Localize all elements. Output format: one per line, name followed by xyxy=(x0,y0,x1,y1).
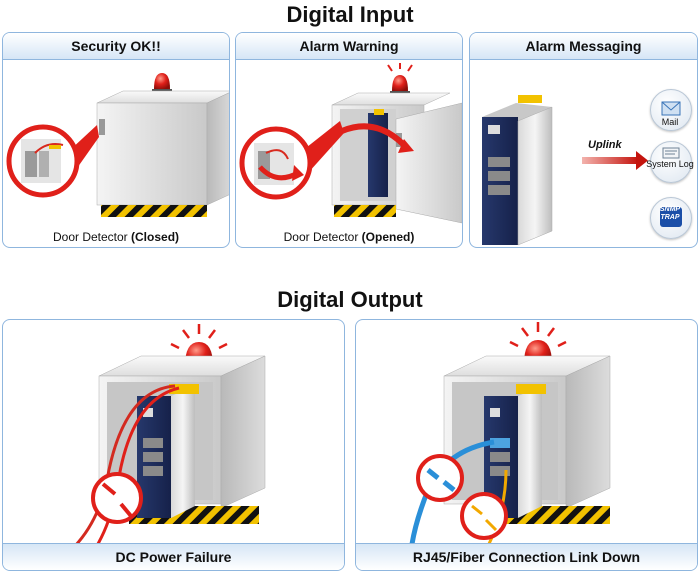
closed-cabinet-illustration xyxy=(6,73,229,217)
cut-wire-zoom xyxy=(91,472,143,524)
panel-title: Alarm Warning xyxy=(236,33,462,60)
mail-label: Mail xyxy=(661,117,679,127)
switch-messaging-illustration xyxy=(482,95,648,246)
panel-alarm-messaging: Alarm Messaging Uplink Mail System Log S… xyxy=(469,32,698,248)
panel-security-ok: Security OK!! Door Detector (Closed) xyxy=(2,32,230,248)
panel-footer: DC Power Failure xyxy=(3,543,344,570)
door-sensor-zoom xyxy=(6,124,99,198)
cut-cable-zoom xyxy=(416,454,508,540)
power-failure-illustration xyxy=(73,324,266,553)
uplink-arrow xyxy=(582,151,648,170)
link-down-illustration xyxy=(409,322,611,547)
cabinet xyxy=(73,355,266,553)
caption-state: (Opened) xyxy=(361,230,415,244)
digital-input-title: Digital Input xyxy=(286,2,414,27)
snmp-trap-icon xyxy=(650,197,692,239)
caption-state: (Closed) xyxy=(131,230,180,244)
caption-text: Door Detector xyxy=(52,230,132,244)
door-detector-caption: Door Detector (Closed) xyxy=(3,230,229,244)
door-sensor-zoom xyxy=(239,121,344,200)
alarm-light-icon xyxy=(387,63,413,95)
cabinet xyxy=(96,90,229,217)
system-log-text: System Log xyxy=(646,159,694,169)
cabinet xyxy=(331,92,462,224)
caption-text: Door Detector xyxy=(283,230,362,244)
cabinet xyxy=(409,355,611,547)
snmp-trap-label: SNMP TRAP xyxy=(659,206,681,221)
uplink-label: Uplink xyxy=(588,139,622,151)
digital-output-title: Digital Output xyxy=(277,287,423,312)
alarm-light-icon xyxy=(152,73,172,93)
mail-icon xyxy=(650,89,692,131)
opened-cabinet-illustration xyxy=(239,63,462,224)
panel-dc-power-failure: DC Power Failure xyxy=(2,319,345,571)
panel-title: Security OK!! xyxy=(3,33,229,60)
panel-title: Alarm Messaging xyxy=(470,33,697,60)
panel-footer: RJ45/Fiber Connection Link Down xyxy=(356,543,697,570)
door-detector-caption: Door Detector (Opened) xyxy=(236,230,462,244)
system-log-label: System Log xyxy=(640,159,697,169)
panel-link-down: RJ45/Fiber Connection Link Down xyxy=(355,319,698,571)
panel-alarm-warning: Alarm Warning xyxy=(235,32,463,248)
industrial-switch xyxy=(482,95,553,246)
system-log-icon xyxy=(650,141,692,183)
